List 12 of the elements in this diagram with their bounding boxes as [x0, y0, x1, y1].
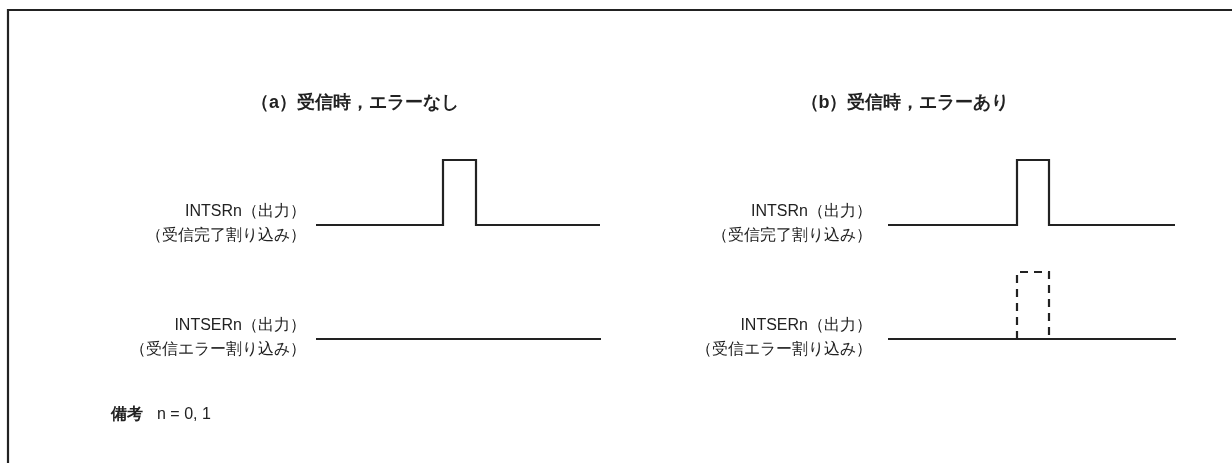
panel-heading: （b）受信時，エラーあり — [800, 93, 1010, 111]
signal-label: INTSERn（出力） — [740, 316, 872, 334]
remark-label: 備考 — [111, 405, 143, 423]
signal-label: INTSRn（出力） — [185, 202, 306, 220]
signal-label: （受信エラー割り込み） — [696, 340, 872, 358]
signal-label: （受信エラー割り込み） — [130, 340, 306, 358]
remark-text: n = 0, 1 — [157, 405, 211, 423]
signal-label: INTSERn（出力） — [174, 316, 306, 334]
signal-label: INTSRn（出力） — [751, 202, 872, 220]
signal-label: （受信完了割り込み） — [712, 226, 872, 244]
panel-heading: （a）受信時，エラーなし — [251, 93, 459, 111]
signal-label: （受信完了割り込み） — [146, 226, 306, 244]
